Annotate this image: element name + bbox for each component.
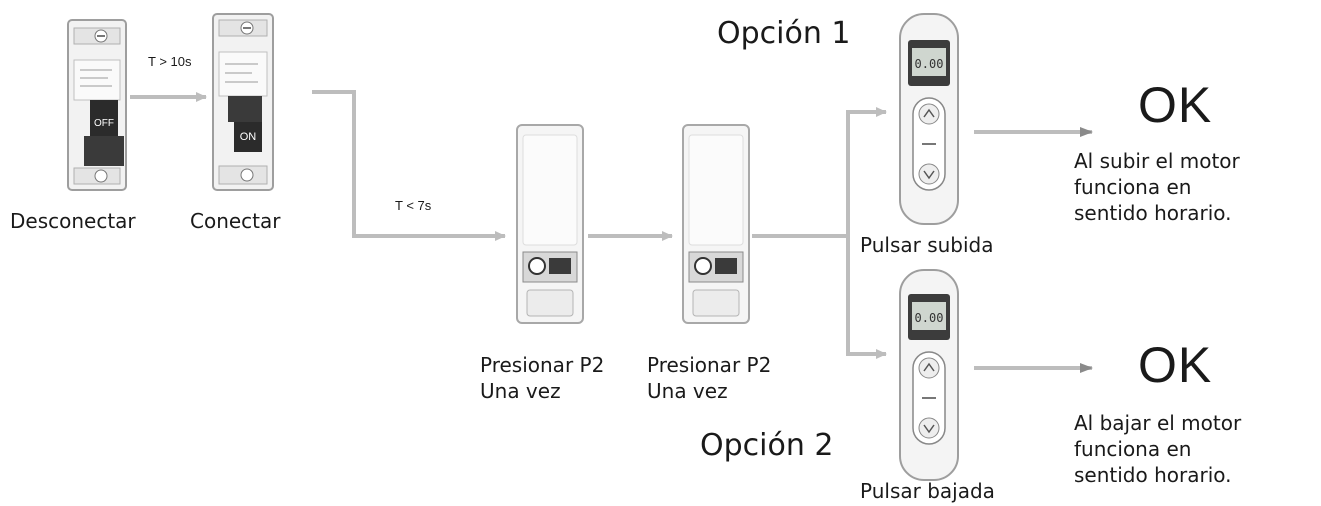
breaker-off-icon: OFF bbox=[67, 19, 127, 191]
step-press-up-label: Pulsar subida bbox=[860, 233, 994, 257]
remote-up-display: 0.00 bbox=[915, 57, 944, 71]
option-2-heading: Opción 2 bbox=[700, 428, 834, 463]
timing-on-label: T < 7s bbox=[395, 198, 432, 213]
step-disconnect-label: Desconectar bbox=[10, 209, 136, 233]
result-ok-up: OK bbox=[1138, 77, 1213, 133]
step-press-p2-b-label: Presionar P2 Una vez bbox=[647, 352, 771, 404]
result-up-line1: Al subir el motor bbox=[1074, 149, 1240, 173]
result-down-text: Al bajar el motor funciona en sentido ho… bbox=[1074, 410, 1241, 488]
step-press-p2-b-line1: Presionar P2 bbox=[647, 353, 772, 377]
result-ok-down: OK bbox=[1138, 337, 1213, 393]
option-1-heading: Opción 1 bbox=[717, 16, 851, 51]
breaker-off-text: OFF bbox=[94, 118, 114, 129]
step-press-p2-a-label: Presionar P2 Una vez bbox=[480, 352, 604, 404]
step-press-p2-a-line2: Una vez bbox=[480, 379, 561, 403]
step-connect-label: Conectar bbox=[190, 209, 281, 233]
step-press-down-label: Pulsar bajada bbox=[860, 479, 995, 503]
result-up-text: Al subir el motor funciona en sentido ho… bbox=[1074, 148, 1240, 226]
remote-down-icon: 0.00 bbox=[899, 269, 959, 481]
step-press-p2-b-line2: Una vez bbox=[647, 379, 728, 403]
breaker-on-text: ON bbox=[240, 131, 257, 143]
step-press-p2-a-line1: Presionar P2 bbox=[480, 353, 605, 377]
arrow-branch-down bbox=[846, 236, 887, 359]
arrow-connect-to-motor-a bbox=[312, 90, 506, 241]
remote-down-display: 0.00 bbox=[915, 311, 944, 325]
result-down-line2: funciona en bbox=[1074, 437, 1192, 461]
result-down-line1: Al bajar el motor bbox=[1074, 411, 1242, 435]
breaker-on-icon: ON bbox=[212, 13, 274, 191]
result-up-line2: funciona en bbox=[1074, 175, 1192, 199]
remote-up-icon: 0.00 bbox=[899, 13, 959, 225]
result-down-line3: sentido horario. bbox=[1074, 463, 1232, 487]
motor-head-a-icon bbox=[516, 124, 584, 324]
arrow-branch-up bbox=[752, 107, 887, 238]
motor-head-b-icon bbox=[682, 124, 750, 324]
timing-off-label: T > 10s bbox=[148, 54, 192, 69]
result-up-line3: sentido horario. bbox=[1074, 201, 1232, 225]
